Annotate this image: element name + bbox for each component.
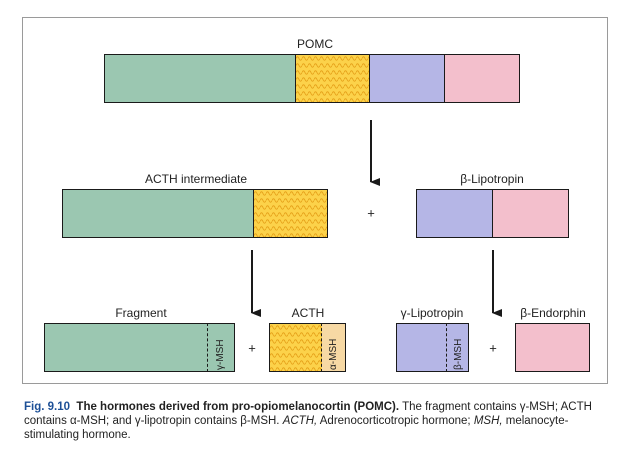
caption-figure-number: Fig. 9.10 — [24, 401, 71, 413]
caption-text-3: melanocyte-stimulating hormone. — [24, 415, 569, 441]
alpha-msh-divider — [321, 323, 322, 372]
caption-title: The hormones derived from pro-opiomelano… — [76, 401, 400, 413]
pomc-beta-endorphin-segment — [444, 54, 520, 103]
beta-msh-divider — [446, 323, 447, 372]
caption-text-1: The fragment contains γ-MSH; ACTH contai… — [24, 401, 592, 427]
figure-caption: Fig. 9.10 The hormones derived from pro-… — [24, 400, 614, 442]
gamma-msh-divider — [207, 323, 208, 372]
fragment-box — [44, 323, 235, 372]
pomc-acth-intermediate-segment — [104, 54, 296, 103]
alpha-msh-segment — [322, 323, 346, 372]
acth-intermediate-label: ACTH intermediate — [144, 172, 248, 186]
gamma-lipotropin-label: γ-Lipotropin — [400, 306, 464, 320]
diagram-frame — [22, 17, 608, 384]
pomc-label: POMC — [297, 37, 333, 51]
beta-lipotropin-gamma-segment — [416, 189, 493, 238]
plus-sign-row2: + — [367, 205, 375, 221]
beta-lipotropin-label: β-Lipotropin — [460, 172, 524, 186]
plus-sign-row3-left: + — [248, 340, 256, 356]
caption-abbr-acth: ACTH, — [282, 415, 318, 427]
caption-abbr-msh: MSH, — [473, 415, 503, 427]
caption-text-2: Adrenocorticotropic hormone; — [319, 415, 471, 427]
acth-label: ACTH — [291, 306, 325, 320]
beta-endorphin-label: β-Endorphin — [520, 306, 586, 320]
beta-endorphin-box — [515, 323, 590, 372]
gamma-lipotropin-box — [396, 323, 469, 372]
beta-lipotropin-endorphin-segment — [492, 189, 569, 238]
fragment-label: Fragment — [115, 306, 167, 320]
acth-intermediate-acth-segment — [253, 189, 328, 238]
acth-intermediate-fragment-segment — [62, 189, 254, 238]
plus-sign-row3-right: + — [489, 340, 497, 356]
